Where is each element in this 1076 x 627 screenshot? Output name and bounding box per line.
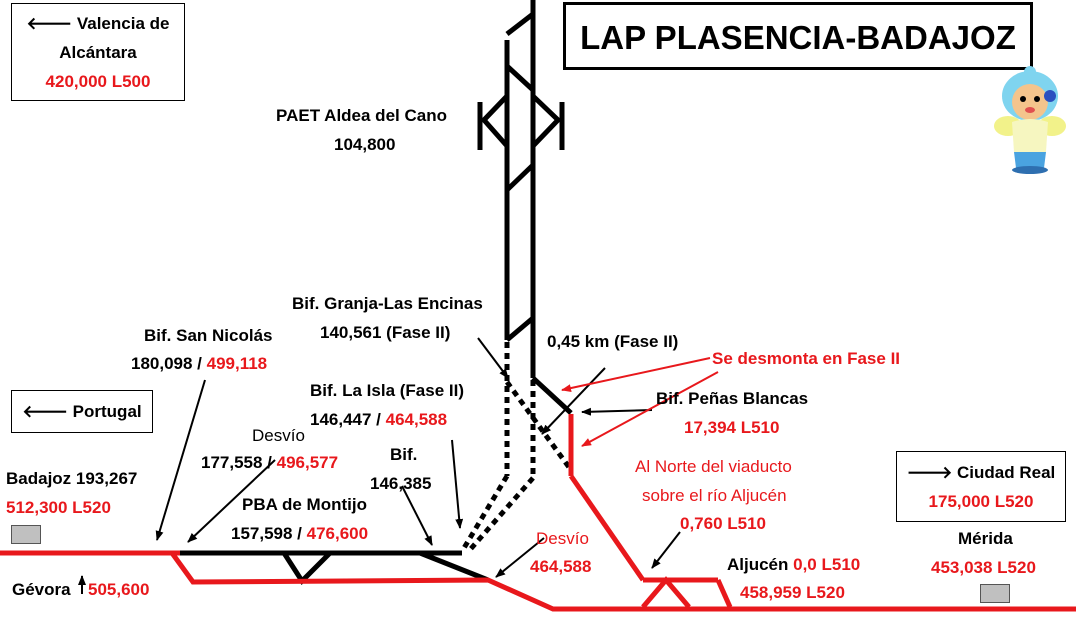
desvio1-km-red: 496,577	[276, 453, 339, 472]
desvio2-name: Desvío	[536, 529, 589, 548]
granja-km: 140,561 (Fase II)	[320, 323, 451, 342]
badajoz-name: Badajoz 193,267	[6, 469, 138, 488]
bif-km: 146,385	[370, 474, 432, 493]
montijo-km-black: 157,598 /	[231, 524, 307, 543]
aljucen-km2: 458,959 L520	[740, 583, 845, 602]
montijo-name: PBA de Montijo	[242, 495, 367, 514]
la-isla-km: 146,447 / 464,588	[310, 409, 447, 430]
toy-mascot-icon	[984, 66, 1076, 174]
paet-km: 104,800	[334, 135, 396, 154]
san-nicolas-km-red: 499,118	[206, 354, 268, 373]
san-nicolas-km-black: 180,098 /	[131, 354, 207, 373]
gevora-km: 505,600	[88, 580, 150, 599]
red-l520-line	[0, 550, 1076, 612]
aljucen-label: Aljucén 0,0 L510	[727, 554, 860, 575]
box-valencia: 🡐 Valencia de Alcántara 420,000 L500	[11, 3, 185, 101]
badajoz-km: 512,300 L520	[6, 498, 111, 517]
desvio1-km: 177,558 / 496,577	[201, 452, 338, 473]
merida-km: 453,038 L520	[931, 558, 1036, 577]
black-trunk	[504, 0, 573, 415]
box-portugal: 🡐 Portugal	[11, 390, 153, 433]
viaducto-km: 0,760 L510	[680, 514, 767, 533]
la-isla-name: Bif. La Isla (Fase II)	[310, 381, 464, 400]
ciudad-real-km: 175,000 L520	[928, 492, 1034, 511]
title-box: LAP PLASENCIA-BADAJOZ	[563, 2, 1033, 70]
desvio2-km: 464,588	[530, 557, 592, 576]
san-nicolas-km: 180,098 / 499,118	[131, 353, 267, 374]
desmonta-note: Se desmonta en Fase II	[712, 349, 901, 368]
merida-name: Mérida	[958, 529, 1013, 548]
bif-name: Bif.	[390, 445, 418, 464]
page-title: LAP PLASENCIA-BADAJOZ	[580, 19, 1016, 56]
paet-name: PAET Aldea del Cano	[276, 106, 447, 125]
aljucen-km1: 0,0 L510	[793, 555, 861, 574]
la-isla-km-black: 146,447 /	[310, 410, 386, 429]
box-ciudad-real: 🡒 Ciudad Real 175,000 L520	[896, 451, 1066, 522]
red-l510-line	[568, 414, 646, 582]
montijo-km-red: 476,600	[306, 524, 369, 543]
granja-name: Bif. Granja-Las Encinas	[292, 294, 483, 313]
fase2-dotted-lines	[461, 342, 574, 554]
la-isla-km-red: 464,588	[385, 410, 448, 429]
aljucen-name: Aljucén	[727, 555, 794, 574]
penas-name: Bif. Peñas Blancas	[656, 389, 809, 408]
penas-km: 17,394 L510	[684, 418, 780, 437]
gevora-name: Gévora	[12, 580, 71, 599]
black-arrows	[78, 337, 681, 594]
viaducto-line2: sobre el río Aljucén	[642, 486, 787, 505]
valencia-line1: 🡐 Valencia de	[26, 14, 170, 33]
valencia-line2: Alcántara	[59, 43, 137, 62]
merida-station-marker	[980, 584, 1010, 603]
desvio1-km-black: 177,558 /	[201, 453, 277, 472]
montijo-km: 157,598 / 476,600	[231, 523, 368, 544]
valencia-km: 420,000 L500	[45, 72, 151, 91]
san-nicolas-name: Bif. San Nicolás	[144, 326, 273, 345]
paet-loops	[477, 94, 565, 150]
ciudad-real-label: 🡒 Ciudad Real	[906, 463, 1056, 482]
desvio1-name: Desvío	[252, 426, 305, 445]
red-arrows	[561, 357, 719, 447]
fase2-distance: 0,45 km (Fase II)	[547, 332, 679, 351]
portugal-label: 🡐 Portugal	[22, 402, 142, 421]
black-badajoz-section	[180, 550, 489, 585]
badajoz-station-marker	[11, 525, 41, 544]
viaducto-line1: Al Norte del viaducto	[635, 457, 792, 476]
